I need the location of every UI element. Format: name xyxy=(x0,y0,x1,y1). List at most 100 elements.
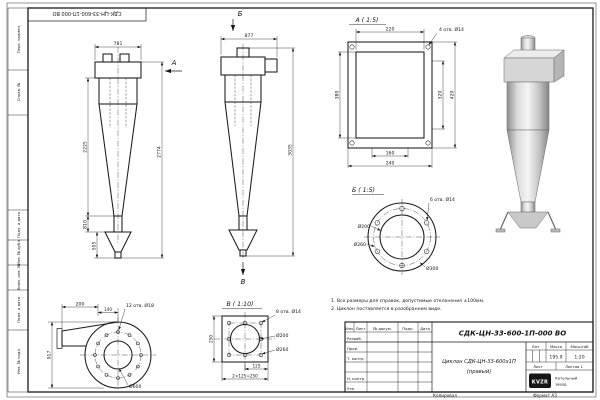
dim-781: 781 xyxy=(114,41,123,47)
top-stamp-text: СДК-ЦН-33-600-1П-000 ВО xyxy=(52,10,121,16)
view-b-title: Б ( 1:5) xyxy=(352,187,375,194)
view-v-holes-note: 8 отв. Ø14 xyxy=(276,308,301,315)
margin-label-inv-podl: Инв. № подл. xyxy=(16,348,21,374)
tb-mass-label: Масса xyxy=(550,344,562,349)
side-inlet-flange xyxy=(264,58,278,73)
detail-view-v: В ( 1:10) 8 отв. Ø14 Ø200 Ø260 125 2×125… xyxy=(209,301,301,381)
dim-140: 140 xyxy=(104,307,112,312)
tb-row-razrab: Разраб. xyxy=(347,336,362,341)
tb-col-data: Дата xyxy=(420,326,430,331)
view-a-title: А ( 1:5) xyxy=(355,17,379,24)
company-logo xyxy=(529,373,551,388)
iso-cylinder xyxy=(506,81,550,131)
technical-notes: 1. Все размеры для справок, допустимые о… xyxy=(331,298,484,312)
view-side-elevation: Б 877 3035 В xyxy=(220,10,295,286)
margin-label-podp1: Подп. и дата xyxy=(16,212,21,238)
dim-2x125: 2×125=250 xyxy=(232,374,258,379)
dim-2774: 2774 xyxy=(157,146,163,158)
detail-view-b: Б ( 1:5) 6 отв. Ø14 Ø200 Ø260 Ø300 xyxy=(352,187,455,275)
dim-250: 250 xyxy=(209,335,214,343)
view-v-d200: Ø200 xyxy=(276,332,288,339)
sheet-footer: Копировал Формат А3 xyxy=(433,393,557,398)
left-margin-column: Перв. примен. Справ. № Подп. и дата Инв.… xyxy=(7,7,29,393)
volute-holes-note: 12 отв. Ø18 xyxy=(126,302,154,309)
view-arrow-v-label: В xyxy=(241,278,246,286)
dim-917: 917 xyxy=(47,351,53,360)
view-b-inner-circle xyxy=(379,214,425,260)
volute-inlet-flange xyxy=(56,328,63,349)
tb-mass-value: 195.9 xyxy=(549,355,562,361)
dim-160: 160 xyxy=(386,151,395,157)
view-isometric xyxy=(495,35,565,233)
tb-company-2: завод xyxy=(555,382,567,387)
view-volute: 200 140 12 отв. Ø18 917 Ø600 xyxy=(47,302,156,391)
front-top-stub-left xyxy=(102,53,113,63)
tb-col-podp: Подп. xyxy=(402,326,414,331)
tb-scale-label: Масштаб xyxy=(570,344,589,349)
iso-cone xyxy=(506,129,550,203)
dim-2225: 2225 xyxy=(83,141,89,153)
tb-lit-label: Лит. xyxy=(532,344,541,349)
view-a-holes-note: 4 отв. Ø14 xyxy=(439,26,464,33)
tb-scale-value: 1:20 xyxy=(574,355,584,361)
iso-outlet-box xyxy=(503,57,555,83)
margin-label-vzam: Взам. инв. № xyxy=(16,264,21,290)
volute-inner-tube xyxy=(103,340,133,370)
tb-col-doc: № докум. xyxy=(373,326,392,331)
volute-bolt-circle xyxy=(94,331,142,379)
dim-877: 877 xyxy=(245,33,254,39)
dim-125: 125 xyxy=(253,364,261,369)
view-arrow-b-label: Б xyxy=(238,10,243,18)
dim-810: 810 xyxy=(83,220,89,229)
side-bunker xyxy=(228,229,258,251)
view-b-outer-circle xyxy=(367,202,437,272)
tb-row-tkontr: Т. контр. xyxy=(346,356,365,361)
tb-row-utv: Утв. xyxy=(347,386,355,391)
view-v-d260: Ø260 xyxy=(276,346,288,353)
note-line-2: 2. Циклон поставляется в разобранном вид… xyxy=(331,306,441,312)
top-stamp: СДК-ЦН-33-600-1П-000 ВО xyxy=(27,7,147,22)
company-logo-text: KVZR xyxy=(532,380,548,386)
dim-3035: 3035 xyxy=(288,144,294,156)
view-front-elevation: 781 2225 810 505 2774 А xyxy=(83,41,182,259)
front-top-stub-right xyxy=(119,53,130,63)
view-a-opening xyxy=(355,51,425,139)
view-b-d200: Ø200 xyxy=(358,223,370,230)
view-b-bolt-circle xyxy=(373,208,431,266)
detail-view-a: А ( 1:5) 4 отв. Ø14 220 380 320 420 160 … xyxy=(335,17,464,168)
margin-label-sprav: Справ. № xyxy=(16,83,21,102)
tb-doc-number: СДК-ЦН-33-600-1П-000 ВО xyxy=(459,330,566,338)
footer-format: Формат А3 xyxy=(533,393,557,398)
iso-outlet-tube xyxy=(520,201,536,213)
footer-kopiroval: Копировал xyxy=(433,393,457,398)
iso-hopper xyxy=(507,211,549,229)
dim-420: 420 xyxy=(450,91,456,100)
dim-505: 505 xyxy=(92,242,98,251)
margin-label-podp2: Подп. и дата xyxy=(16,297,21,323)
view-arrow-a-label: А xyxy=(171,59,177,67)
title-block: Изм. Лист № докум. Подп. Дата Разраб. Пр… xyxy=(344,321,594,393)
dim-380: 380 xyxy=(335,91,341,100)
dim-220: 220 xyxy=(386,27,395,33)
tb-product-name: Циклон СДК-ЦН-33-600х1П xyxy=(442,359,516,365)
dim-240: 240 xyxy=(386,161,395,167)
margin-label-perv: Перв. примен. xyxy=(16,25,21,54)
tb-col-list: Лист xyxy=(356,326,366,331)
tb-sheet-label: Лист xyxy=(533,364,543,369)
tb-company-1: Котельный xyxy=(555,376,578,381)
tb-sheets-label: Листов 1 xyxy=(565,364,583,369)
tb-product-name-2: (правый) xyxy=(467,369,491,375)
view-v-title: В ( 1:10) xyxy=(227,301,254,308)
margin-label-inv-dubl: Инв. № дубл. xyxy=(16,239,21,265)
volute-d600: Ø600 xyxy=(129,383,141,390)
view-b-d300: Ø300 xyxy=(426,265,438,272)
dim-200: 200 xyxy=(76,302,85,308)
tb-row-nkontr: Н. контр. xyxy=(347,376,365,381)
tb-row-prov: Пров. xyxy=(347,346,358,351)
tb-col-izm: Изм. xyxy=(345,326,354,331)
sheet-frame: Перв. примен. Справ. № Подп. и дата Инв.… xyxy=(6,2,597,398)
dim-320: 320 xyxy=(438,91,444,100)
view-b-holes-note: 6 отв. Ø14 xyxy=(430,196,455,203)
